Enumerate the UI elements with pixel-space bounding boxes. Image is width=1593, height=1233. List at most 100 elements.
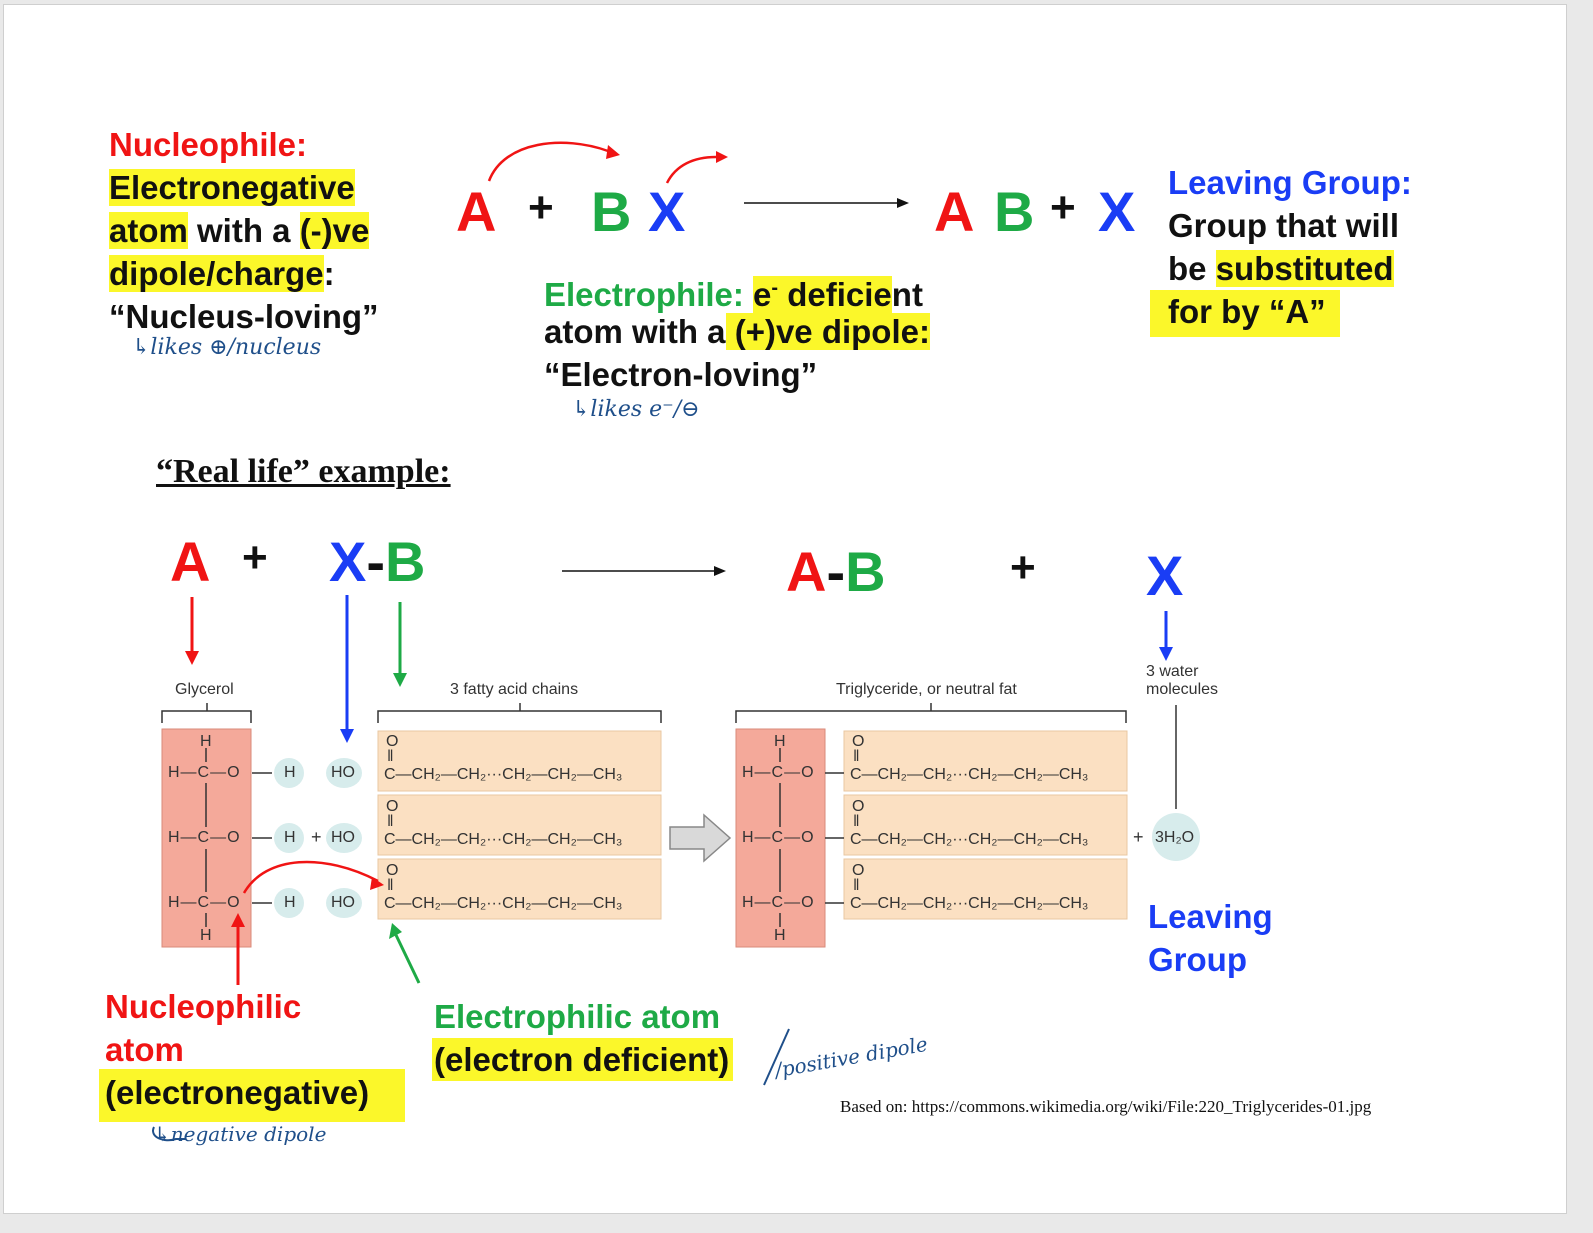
slide: Nucleophile: Electronegative atom with a…: [3, 4, 1567, 1214]
ex-x: X: [1146, 544, 1184, 607]
leaving-group-line1: Leaving: [1148, 898, 1273, 935]
ex-xb: X-B: [329, 530, 426, 593]
h-bubble-3: [274, 888, 304, 918]
h-bubble-1: [274, 758, 304, 788]
glycerol-bracket: [161, 703, 252, 723]
trig-chain-2: C—CH₂—CH₂···CH₂—CH₂—CH₃: [850, 831, 1089, 848]
nucleophilic-handwritten-note: ↳negative dipole: [154, 1122, 327, 1146]
ex-ab: A-B: [786, 540, 886, 603]
glycerol-h-bottom: H: [200, 927, 212, 944]
trig-carbonyl-o-1: O: [852, 733, 865, 750]
ex-a: A: [170, 530, 211, 593]
chain-1: C—CH₂—CH₂···CH₂—CH₂—CH₃: [384, 766, 623, 783]
fatty-acid-label: 3 fatty acid chains: [450, 681, 579, 698]
leaving-line3: for by “A”: [1150, 290, 1340, 337]
trig-chain-box-1: [843, 730, 1128, 792]
triglyceride-glycerol-box: [735, 728, 826, 948]
trig-chain-box-2: [843, 794, 1128, 856]
credit-text: Based on: https://commons.wikimedia.org/…: [840, 1097, 1372, 1116]
nucleophile-line2: atom with a (-)ve: [109, 212, 370, 249]
trig-chain-1: C—CH₂—CH₂···CH₂—CH₂—CH₃: [850, 766, 1089, 783]
electrophile-line2: atom with a (+)ve dipole:: [544, 313, 930, 350]
carbonyl-dbl-2: ‖: [387, 813, 394, 830]
glycerol-hco-1: H—C—O: [168, 764, 241, 781]
eq-a: A: [456, 180, 497, 243]
eq-plus2: +: [1050, 183, 1076, 232]
triglyceride-bracket: [735, 703, 1127, 723]
arrow-electrophilic-up: [394, 934, 421, 984]
eq-product-b: B: [994, 180, 1035, 243]
h-atom-1: H: [284, 764, 296, 781]
chain-2: C—CH₂—CH₂···CH₂—CH₂—CH₃: [384, 831, 623, 848]
eq-plus1: +: [528, 183, 554, 232]
electrophile-line1: Electrophile: e- deficient: [544, 276, 923, 313]
leaving-title: Leaving Group:: [1168, 164, 1412, 201]
water-bubble: [1152, 813, 1200, 861]
ho-bubble-2: [326, 823, 362, 853]
trig-hco-1: H—C—O: [742, 764, 815, 781]
electrophilic-line2: (electron deficient): [432, 1038, 734, 1081]
h-atom-2: H: [284, 829, 296, 846]
leaving-line1: Group that will: [1168, 207, 1399, 244]
carbonyl-o-3: O: [386, 862, 399, 879]
nucleophile-line1: Electronegative: [109, 169, 355, 206]
nucleophile-line4: “Nucleus-loving”: [109, 298, 379, 335]
triglyceride-label: Triglyceride, or neutral fat: [836, 681, 1017, 698]
ho-bubble-1: [326, 758, 362, 788]
trig-carbonyl-o-2: O: [852, 798, 865, 815]
nucleophilic-line2: atom: [105, 1031, 184, 1068]
trig-carbonyl-dbl-3: ‖: [853, 877, 860, 894]
nucleophilic-line3: (electronegative): [99, 1069, 406, 1122]
chain-box-1: [377, 730, 662, 792]
h-bubble-2: [274, 823, 304, 853]
trig-hco-3: H—C—O: [742, 894, 815, 911]
leaving-line2: be substituted: [1168, 250, 1394, 287]
electrophile-handwritten-note: ↳likes e⁻/⊖: [572, 397, 700, 422]
nucleophile-line3: dipole/charge:: [109, 255, 335, 292]
fatty-acid-bracket: [377, 703, 662, 723]
glycerol-h-top: H: [200, 733, 212, 750]
trig-chain-3: C—CH₂—CH₂···CH₂—CH₂—CH₃: [850, 895, 1089, 912]
ho-bubble-3: [326, 888, 362, 918]
figure-graphics: [152, 141, 1200, 1142]
electrophile-line3: “Electron-loving”: [544, 356, 818, 393]
ex-plus1: +: [242, 533, 268, 582]
eq-product-a: A: [934, 180, 975, 243]
nucleophilic-line1: Nucleophilic: [105, 988, 302, 1025]
glycerol-hco-2: H—C—O: [168, 829, 241, 846]
electrophilic-line1: Electrophilic atom: [434, 998, 721, 1035]
carbonyl-dbl-3: ‖: [387, 877, 394, 894]
carbonyl-dbl-1: ‖: [387, 748, 394, 765]
eq-product-x: X: [1098, 180, 1136, 243]
nucleophile-handwritten-note: ↳likes ⊕/nucleus: [132, 335, 322, 360]
curved-arrow-o-to-c: [242, 860, 379, 894]
curved-arrow-a-to-b: [487, 141, 609, 182]
ho-2: HO: [331, 829, 355, 846]
hand-slash: [763, 1028, 790, 1086]
glycerol-hco-3: H—C—O: [168, 894, 241, 911]
carbonyl-o-2: O: [386, 798, 399, 815]
ho-1: HO: [331, 764, 355, 781]
example-heading: “Real life” example:: [156, 453, 451, 490]
leaving-group-line2: Group: [1148, 941, 1247, 978]
trig-h-bottom: H: [774, 927, 786, 944]
chain-box-2: [377, 794, 662, 856]
trig-carbonyl-dbl-1: ‖: [853, 748, 860, 765]
plus-sign: +: [311, 827, 322, 847]
trig-hco-2: H—C—O: [742, 829, 815, 846]
trig-carbonyl-o-3: O: [852, 862, 865, 879]
eq-x: X: [648, 180, 686, 243]
glycerol-box: [161, 728, 252, 948]
ho-3: HO: [331, 894, 355, 911]
glycerol-label: Glycerol: [175, 681, 234, 698]
nucleophile-title: Nucleophile:: [109, 126, 308, 163]
h-atom-3: H: [284, 894, 296, 911]
eq-b: B: [591, 180, 632, 243]
water-formula: 3H₂O: [1155, 829, 1195, 846]
carbonyl-o-1: O: [386, 733, 399, 750]
process-arrow: [669, 813, 732, 863]
curved-arrow-bx-to-x: [665, 155, 717, 184]
chain-3: C—CH₂—CH₂···CH₂—CH₂—CH₃: [384, 895, 623, 912]
trig-chain-box-3: [843, 858, 1128, 920]
